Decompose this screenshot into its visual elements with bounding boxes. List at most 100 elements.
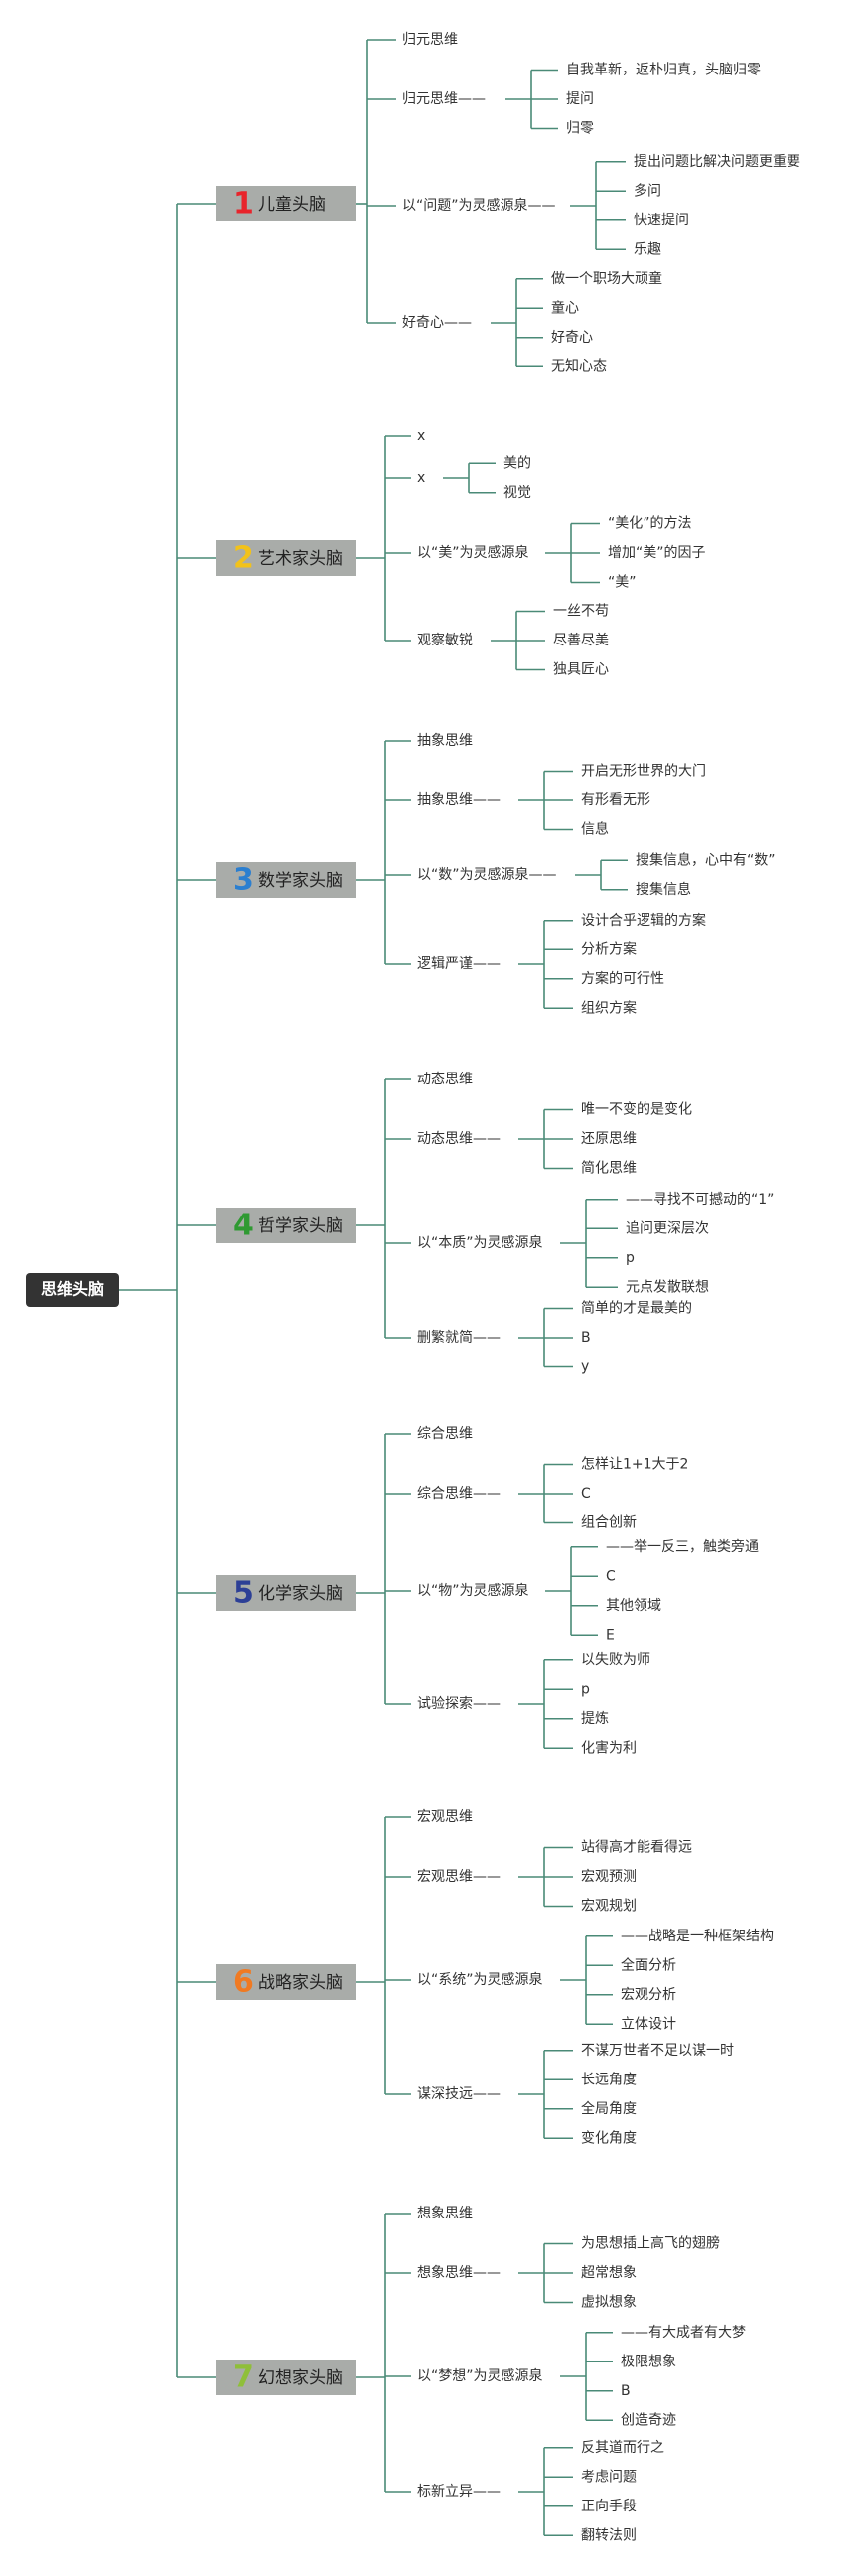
branch-node-label: 以“梦想”为灵感源泉 (417, 2367, 543, 2384)
branch-node-label: 宏观思维—— (417, 1869, 501, 1885)
leaf-node-label: 怎样让1+1大于2 (581, 1457, 688, 1473)
leaf-node-label: 变化角度 (581, 2130, 637, 2146)
branch-node-label: x (417, 428, 425, 444)
leaf-node-label: 归零 (566, 120, 594, 137)
leaf-node-label: 其他领域 (606, 1598, 661, 1614)
leaf-node-label: 视觉 (503, 485, 531, 501)
branch-node-label: 以“物”为灵感源泉 (417, 1582, 529, 1599)
leaf-node-label: 宏观分析 (621, 1987, 676, 2003)
leaf-node-label: “美化”的方法 (608, 516, 692, 532)
leaf-node-label: 好奇心 (551, 329, 593, 346)
leaf-node-label: 有形看无形 (581, 792, 650, 808)
leaf-node-label: 以失败为师 (581, 1652, 650, 1668)
brain-node-label: 战略家头脑 (258, 1973, 343, 1993)
leaf-node-label: 开启无形世界的大门 (581, 764, 706, 780)
leaf-node-label: 搜集信息 (636, 881, 691, 898)
leaf-node-label: 化害为利 (581, 1740, 637, 1756)
branch-node-label: 以“美”为灵感源泉 (417, 544, 529, 561)
branch-node-label: 想象思维 (417, 2206, 473, 2221)
leaf-node-label: ——举一反三，触类旁通 (606, 1538, 759, 1555)
leaf-node-label: 宏观预测 (581, 1869, 637, 1885)
branch-node-label: 观察敏锐 (417, 632, 473, 648)
branch-node-label: 以“系统”为灵感源泉 (417, 1971, 543, 1988)
leaf-node-label: 尽善尽美 (553, 633, 609, 648)
leaf-node-label: 分析方案 (581, 940, 637, 957)
leaf-node-label: ——有大成者有大梦 (621, 2325, 746, 2341)
brain-node-label: 化学家头脑 (258, 1584, 343, 1604)
leaf-node-label: 超常想象 (581, 2265, 637, 2281)
leaf-node-label: 增加“美”的因子 (608, 545, 706, 561)
branch-node-label: 归元思维—— (402, 90, 486, 107)
leaf-node-label: 设计合乎逻辑的方案 (581, 912, 706, 929)
leaf-node-label: 立体设计 (621, 2016, 676, 2032)
branch-node-label: 好奇心—— (402, 314, 472, 331)
leaf-node-label: 唯一不变的是变化 (581, 1102, 692, 1118)
leaf-node-label: 组织方案 (581, 999, 637, 1016)
leaf-node-label: 搜集信息，心中有“数” (636, 851, 776, 868)
branch-node-label: x (417, 470, 425, 486)
leaf-node-label: 一丝不苟 (553, 603, 609, 620)
leaf-node-label: 站得高才能看得远 (581, 1839, 692, 1856)
branch-node-label: 以“本质”为灵感源泉 (417, 1234, 543, 1251)
leaf-node-label: 自我革新，返朴归真，头脑归零 (566, 62, 761, 78)
branch-node-label: 抽象思维—— (417, 792, 501, 808)
root-node-box (26, 1273, 119, 1307)
branch-node-label: 删繁就简—— (417, 1329, 501, 1346)
branch-node-label: 动态思维—— (417, 1131, 501, 1147)
brain-node-box (216, 2360, 356, 2395)
leaf-node-label: p (581, 1681, 590, 1697)
brain-number: 6 (233, 1965, 254, 2000)
leaf-node-label: ——战略是一种框架结构 (621, 1929, 774, 1944)
brain-number: 7 (233, 2361, 254, 2395)
leaf-node-label: 简化思维 (581, 1160, 637, 1177)
brain-number: 2 (233, 541, 254, 576)
leaf-node-label: E (606, 1627, 615, 1643)
leaf-node-label: 正向手段 (581, 2499, 637, 2514)
brain-node-box (216, 186, 356, 221)
leaf-node-label: 极限想象 (621, 2354, 676, 2369)
branch-node-label: 综合思维—— (417, 1486, 501, 1502)
branch-node-label: 逻辑严谨—— (417, 956, 501, 972)
brain-node-box (216, 1575, 356, 1611)
leaf-node-label: 快速提问 (634, 213, 689, 228)
leaf-node-label: 多问 (634, 182, 661, 199)
leaf-node-label: 做一个职场大顽童 (551, 270, 662, 287)
leaf-node-label: p (626, 1250, 635, 1266)
leaf-node-label: 美的 (503, 455, 531, 471)
brain-node-label: 哲学家头脑 (258, 1216, 343, 1236)
branch-node-label: 谋深技远—— (417, 2086, 501, 2102)
leaf-node-label: 反其道而行之 (581, 2440, 664, 2456)
leaf-node-label: 提出问题比解决问题更重要 (634, 154, 800, 170)
leaf-node-label: 为思想插上高飞的翅膀 (581, 2235, 720, 2252)
leaf-node-label: 童心 (551, 299, 579, 316)
leaf-node-label: 长远角度 (581, 2072, 637, 2087)
leaf-node-label: 方案的可行性 (581, 970, 664, 987)
brain-node-box (216, 1964, 356, 2000)
leaf-node-label: 组合创新 (581, 1515, 637, 1531)
brain-number: 4 (233, 1209, 254, 1243)
branch-node-label: 以“问题”为灵感源泉—— (402, 197, 556, 214)
brain-node-box (216, 1208, 356, 1243)
leaf-node-label: 翻转法则 (581, 2527, 637, 2543)
leaf-node-label: B (621, 2383, 631, 2399)
leaf-node-label: 宏观规划 (581, 1899, 637, 1915)
leaf-node-label: 简单的才是最美的 (581, 1300, 692, 1317)
leaf-node-label: 考虑问题 (581, 2469, 637, 2485)
brain-node-label: 儿童头脑 (258, 195, 326, 215)
branch-node-label: 归元思维 (402, 31, 458, 48)
branch-node-label: 以“数”为灵感源泉—— (417, 866, 557, 883)
leaf-node-label: 全局角度 (581, 2100, 637, 2117)
leaf-node-label: “美” (608, 575, 637, 591)
leaf-node-label: 提问 (566, 91, 594, 107)
leaf-node-label: 无知心态 (551, 358, 607, 374)
branch-node-label: 抽象思维 (417, 733, 473, 749)
brain-number: 3 (233, 863, 254, 898)
leaf-node-label: 全面分析 (621, 1956, 676, 1973)
brain-node-box (216, 862, 356, 898)
leaf-node-label: C (606, 1568, 616, 1584)
leaf-node-label: C (581, 1486, 591, 1502)
branch-node-label: 动态思维 (417, 1072, 473, 1087)
brain-node-label: 数学家头脑 (258, 871, 343, 891)
branch-node-label: 想象思维—— (417, 2265, 501, 2281)
